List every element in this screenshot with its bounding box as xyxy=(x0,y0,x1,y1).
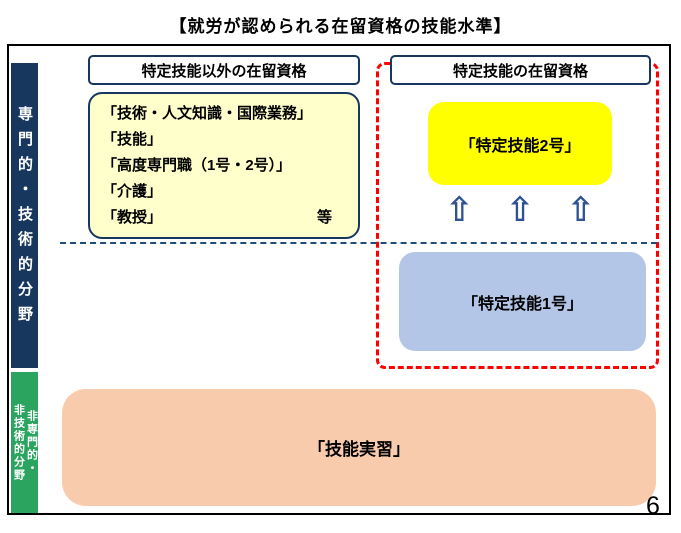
up-arrow-icon: ⇧ xyxy=(445,191,474,229)
skill-level-boundary-line xyxy=(60,242,657,244)
nonprofessional-field-bar: 非専門的・非技術的分野 xyxy=(11,372,38,513)
up-arrow-icon: ⇧ xyxy=(566,191,596,229)
tokutei-1-box: 「特定技能1号」 xyxy=(399,252,646,351)
upgrade-arrows: ⇧ ⇧ ⇧ xyxy=(445,186,595,234)
other-status-header-label: 特定技能以外の在留資格 xyxy=(141,62,307,80)
etc-label: 等 xyxy=(316,209,332,226)
page-number: 6 xyxy=(646,492,660,520)
other-status-header: 特定技能以外の在留資格 xyxy=(88,55,360,85)
tokutei-2-box: 「特定技能2号」 xyxy=(428,102,612,185)
professional-field-label: 専門的・技術的分野 xyxy=(16,106,33,331)
other-status-list: 「技術・人文知識・国際業務」 「技能」 「高度専門職（1号・2号）」 「介護」 … xyxy=(88,92,360,239)
tokutei-status-header-label: 特定技能の在留資格 xyxy=(452,62,588,80)
tokutei-status-header: 特定技能の在留資格 xyxy=(390,55,651,85)
training-label: 「技能実習」 xyxy=(308,440,410,459)
status-list-item: 「介護」 xyxy=(102,183,163,200)
training-box: 「技能実習」 xyxy=(62,389,656,506)
up-arrow-icon: ⇧ xyxy=(505,191,535,229)
status-list-item: 「教授」 等 xyxy=(102,205,348,231)
nonprofessional-field-label: 非専門的・非技術的分野 xyxy=(12,403,38,482)
slide-title: 【就労が認められる在留資格の技能水準】 xyxy=(169,17,512,36)
diagram-frame xyxy=(7,44,671,515)
tokutei-1-label: 「特定技能1号」 xyxy=(462,295,583,313)
status-list-item: 「高度専門職（1号・2号）」 xyxy=(102,157,292,174)
status-list-item: 「技術・人文知識・国際業務」 xyxy=(102,105,313,122)
tokutei-2-label: 「特定技能2号」 xyxy=(459,137,581,155)
status-list-item: 「技能」 xyxy=(102,131,163,148)
professional-field-bar: 専門的・技術的分野 xyxy=(11,63,38,368)
